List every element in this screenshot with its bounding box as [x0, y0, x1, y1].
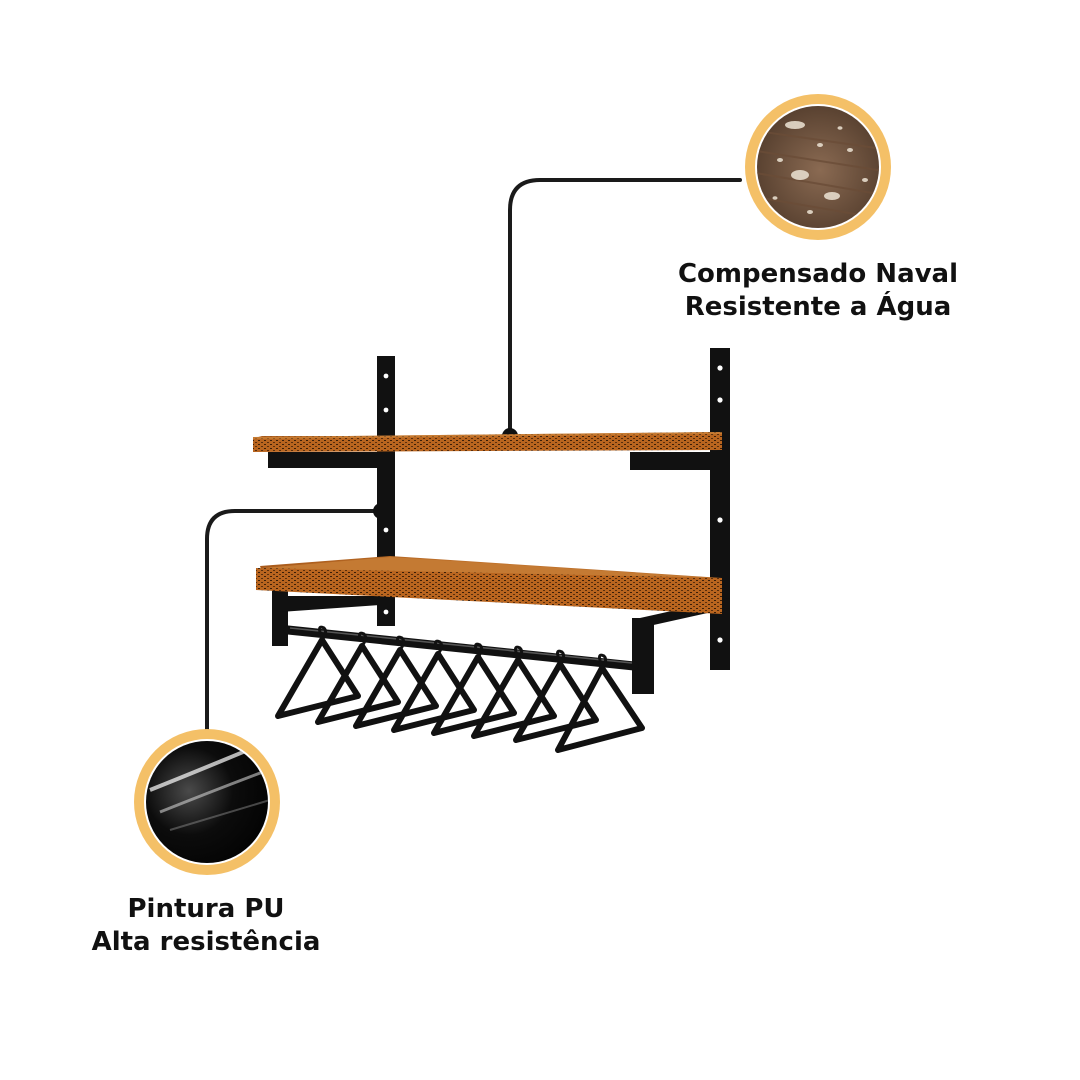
- glossy-black-finish-icon: [134, 729, 280, 875]
- leader-line-bottom: [205, 509, 382, 740]
- callout-top-line2: Resistente a Água: [684, 292, 952, 322]
- wall-shelf-with-hanger-rod-icon: [253, 348, 730, 753]
- right-rail: [710, 348, 730, 670]
- hanger-rod: [283, 625, 639, 671]
- hangers: [275, 625, 645, 753]
- callout-bottom-line2: Alta resistência: [91, 927, 321, 957]
- callout-label-paint: Pintura PU Alta resistência: [56, 893, 356, 959]
- callout-bottom-line1: Pintura PU: [127, 894, 285, 924]
- leader-line-top: [508, 178, 742, 435]
- callout-top-line1: Compensado Naval: [677, 259, 959, 289]
- wet-wood-texture-icon: [745, 94, 891, 240]
- callout-label-plywood: Compensado Naval Resistente a Água: [648, 258, 988, 324]
